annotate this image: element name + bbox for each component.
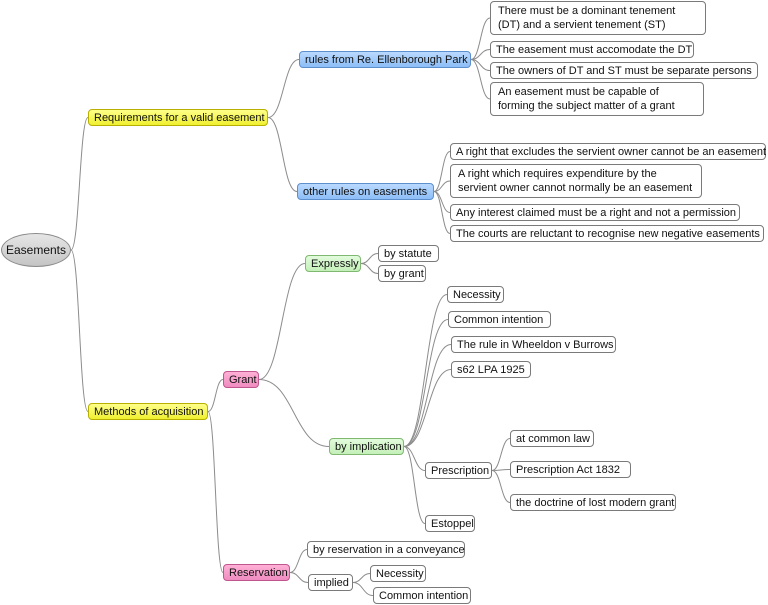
connector-node-requirements-node-other-rules bbox=[267, 117, 298, 192]
node-estoppel[interactable]: Estoppel bbox=[425, 515, 475, 532]
other-rule-4[interactable]: The courts are reluctant to recognise ne… bbox=[450, 225, 764, 242]
connector-node-methods-of-acquisition-node-grant bbox=[207, 379, 224, 412]
connector-node-reservation-reservation-in-conveyance bbox=[289, 549, 308, 573]
node-ellenborough-rules[interactable]: rules from Re. Ellenborough Park bbox=[299, 51, 471, 68]
node-grant[interactable]: Grant bbox=[223, 371, 259, 388]
connector-node-other-rules-other-rule-3 bbox=[433, 191, 451, 213]
implication-s62-lpa-1925[interactable]: s62 LPA 1925 bbox=[451, 361, 531, 378]
connector-node-by-implication-implication-common-intention bbox=[403, 319, 449, 447]
implied-common-intention[interactable]: Common intention bbox=[373, 587, 471, 604]
connector-node-ellenborough-rules-ellenborough-rule-2 bbox=[470, 49, 491, 60]
other-rule-1[interactable]: A right that excludes the servient owner… bbox=[450, 143, 766, 160]
node-by-implication[interactable]: by implication bbox=[329, 438, 404, 455]
connector-node-by-implication-node-estoppel bbox=[403, 446, 426, 524]
node-expressly[interactable]: Expressly bbox=[305, 255, 361, 272]
connector-node-expressly-expressly-by-grant bbox=[360, 263, 379, 274]
implication-wheeldon-v-burrows[interactable]: The rule in Wheeldon v Burrows bbox=[451, 336, 616, 353]
node-other-rules[interactable]: other rules on easements bbox=[297, 183, 434, 200]
connector-node-ellenborough-rules-ellenborough-rule-4 bbox=[470, 59, 491, 100]
node-methods-of-acquisition[interactable]: Methods of acquisition bbox=[88, 403, 208, 420]
implied-necessity[interactable]: Necessity bbox=[370, 565, 426, 582]
node-requirements[interactable]: Requirements for a valid easement bbox=[88, 109, 268, 126]
connector-root-node-node-requirements bbox=[70, 117, 89, 251]
other-rule-2[interactable]: A right which requires expenditure by th… bbox=[450, 164, 702, 198]
reservation-in-conveyance[interactable]: by reservation in a conveyance bbox=[307, 541, 465, 558]
connector-node-prescription-prescription-common-law bbox=[491, 438, 511, 471]
prescription-lost-modern-grant[interactable]: the doctrine of lost modern grant bbox=[510, 494, 676, 511]
connector-node-reservation-node-implied bbox=[289, 572, 309, 583]
root-node[interactable]: Easements bbox=[1, 233, 71, 267]
connector-node-prescription-prescription-act-1832 bbox=[491, 469, 511, 471]
connector-root-node-node-methods-of-acquisition bbox=[70, 249, 89, 412]
connector-node-implied-implied-common-intention bbox=[352, 582, 374, 596]
connector-node-implied-implied-necessity bbox=[352, 573, 371, 583]
ellenborough-rule-3[interactable]: The owners of DT and ST must be separate… bbox=[490, 62, 758, 79]
expressly-by-grant[interactable]: by grant bbox=[378, 265, 426, 282]
expressly-by-statute[interactable]: by statute bbox=[378, 245, 439, 262]
implication-common-intention[interactable]: Common intention bbox=[448, 311, 551, 328]
connector-node-by-implication-node-prescription bbox=[403, 446, 426, 471]
prescription-common-law[interactable]: at common law bbox=[510, 430, 594, 447]
connector-node-prescription-prescription-lost-modern-grant bbox=[491, 470, 511, 503]
connector-node-by-implication-implication-s62-lpa-1925 bbox=[403, 369, 452, 447]
other-rule-3[interactable]: Any interest claimed must be a right and… bbox=[450, 204, 740, 221]
prescription-act-1832[interactable]: Prescription Act 1832 bbox=[510, 461, 631, 478]
connector-node-methods-of-acquisition-node-reservation bbox=[207, 411, 224, 573]
node-prescription[interactable]: Prescription bbox=[425, 462, 492, 479]
connector-node-grant-node-by-implication bbox=[258, 379, 330, 447]
ellenborough-rule-1[interactable]: There must be a dominant tenement (DT) a… bbox=[490, 1, 706, 35]
connector-node-by-implication-implication-necessity bbox=[403, 294, 448, 447]
connector-node-other-rules-other-rule-4 bbox=[433, 191, 451, 234]
connector-node-ellenborough-rules-ellenborough-rule-1 bbox=[470, 17, 491, 60]
connector-node-grant-node-expressly bbox=[258, 263, 306, 380]
ellenborough-rule-2[interactable]: The easement must accomodate the DT bbox=[490, 41, 694, 58]
connector-node-other-rules-other-rule-1 bbox=[433, 151, 451, 192]
connector-node-requirements-node-ellenborough-rules bbox=[267, 59, 300, 118]
connector-node-by-implication-implication-wheeldon-v-burrows bbox=[403, 344, 452, 447]
connector-node-other-rules-other-rule-2 bbox=[433, 180, 451, 192]
connector-node-expressly-expressly-by-statute bbox=[360, 253, 379, 264]
node-implied[interactable]: implied bbox=[308, 574, 353, 591]
implication-necessity[interactable]: Necessity bbox=[447, 286, 504, 303]
ellenborough-rule-4[interactable]: An easement must be capable of forming t… bbox=[490, 82, 704, 116]
node-reservation[interactable]: Reservation bbox=[223, 564, 290, 581]
